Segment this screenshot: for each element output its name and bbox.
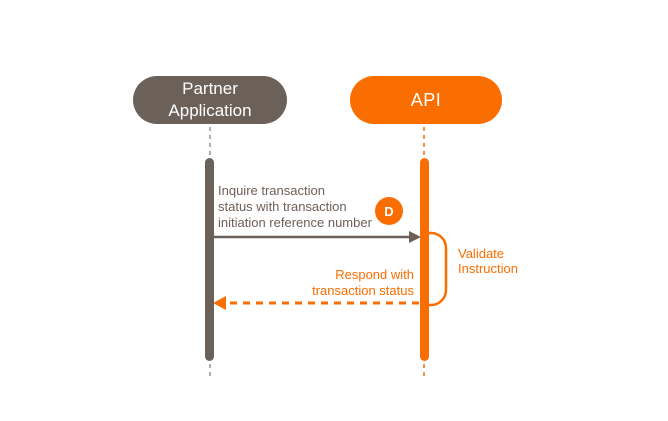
actor-partner-application: Partner Application	[133, 76, 287, 124]
partner-activation-bar	[205, 158, 214, 361]
respond-message-line1: Respond with	[335, 267, 414, 282]
respond-arrowhead-icon	[213, 296, 226, 310]
actor-partner-label-line2: Application	[168, 101, 252, 120]
validate-instruction-bracket	[424, 231, 448, 307]
validate-instruction-line1: Validate	[458, 246, 505, 261]
d-badge-icon: D	[375, 197, 403, 225]
inquire-arrowhead-icon	[409, 231, 421, 243]
inquire-message-line3: initiation reference number	[218, 215, 372, 230]
inquire-message-line1: Inquire transaction	[218, 183, 325, 198]
inquire-message-label: Inquire transaction status with transact…	[218, 183, 372, 231]
actor-api: API	[350, 76, 502, 124]
actor-partner-label-line1: Partner	[182, 79, 238, 98]
api-activation-bar	[420, 158, 429, 361]
inquire-message-line2: status with transaction	[218, 199, 347, 214]
actor-api-label: API	[410, 90, 442, 110]
d-badge-letter: D	[384, 203, 394, 219]
respond-message-line2: transaction status	[312, 283, 414, 298]
validate-instruction-line2: Instruction	[458, 261, 518, 276]
validate-instruction-label: Validate Instruction	[458, 246, 518, 276]
respond-message-label: Respond with transaction status	[280, 267, 414, 299]
